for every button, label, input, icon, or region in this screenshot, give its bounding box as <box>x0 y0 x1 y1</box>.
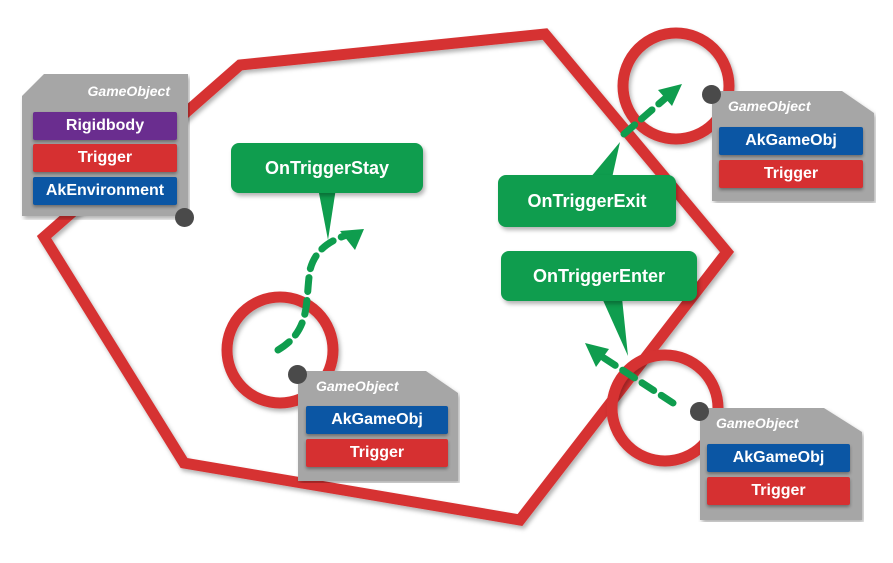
event-bubble-enter: OnTriggerEnter <box>501 251 697 301</box>
anchor-dot-environment <box>175 208 194 227</box>
bubble-tail-exit <box>590 142 620 178</box>
event-bubble-exit: OnTriggerExit <box>498 175 676 227</box>
arrow-stay-head <box>340 229 364 250</box>
component-rigidbody[interactable]: Rigidbody <box>33 112 177 140</box>
component-akgameobj[interactable]: AkGameObj <box>306 406 448 434</box>
arrow-stay <box>274 230 354 354</box>
panel-title: GameObject <box>728 98 811 114</box>
bubble-tail-enter <box>602 298 628 356</box>
gameobject-panel-stay[interactable]: GameObject AkGameObj Trigger <box>296 371 460 483</box>
anchor-dot-enter <box>690 402 709 421</box>
environment-gameobject-panel[interactable]: GameObject Rigidbody Trigger AkEnvironme… <box>20 74 190 220</box>
component-akgameobj[interactable]: AkGameObj <box>719 127 863 155</box>
arrow-enter <box>600 354 677 407</box>
panel-title: GameObject <box>87 83 170 99</box>
component-akgameobj[interactable]: AkGameObj <box>707 444 850 472</box>
component-trigger[interactable]: Trigger <box>33 144 177 172</box>
collider-circle-exit <box>617 27 735 145</box>
component-trigger[interactable]: Trigger <box>707 477 850 505</box>
bubble-tail-stay <box>318 188 336 240</box>
gameobject-panel-exit[interactable]: GameObject AkGameObj Trigger <box>710 91 876 203</box>
component-trigger[interactable]: Trigger <box>306 439 448 467</box>
arrow-exit <box>620 92 672 138</box>
collider-circle-stay <box>221 291 339 409</box>
component-trigger[interactable]: Trigger <box>719 160 863 188</box>
anchor-dot-exit <box>702 85 721 104</box>
anchor-dot-stay <box>288 365 307 384</box>
event-bubble-stay: OnTriggerStay <box>231 143 423 193</box>
panel-title: GameObject <box>316 378 399 394</box>
gameobject-panel-enter[interactable]: GameObject AkGameObj Trigger <box>698 408 864 522</box>
panel-title: GameObject <box>716 415 799 431</box>
component-akenvironment[interactable]: AkEnvironment <box>33 177 177 205</box>
arrow-exit-head <box>658 84 682 106</box>
trigger-zone-boundary <box>36 28 735 526</box>
arrow-enter-head <box>585 343 609 367</box>
